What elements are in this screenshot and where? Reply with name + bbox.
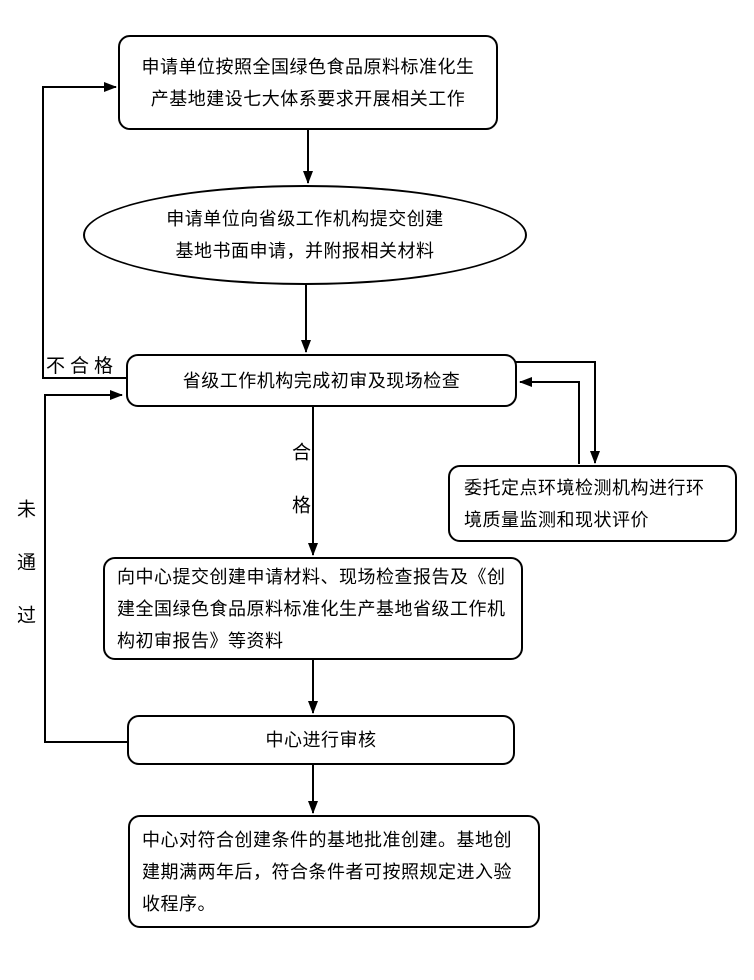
- node-submit-material-to-center: 向中心提交创建申请材料、现场检查报告及《创建全国绿色食品原料标准化生产基地省级工…: [103, 557, 523, 660]
- edge-label-not-passed: 未通过: [14, 499, 35, 658]
- arrow-fail-to-prepare: [42, 82, 127, 379]
- arrow-env-monitor-to-provincial: [519, 377, 580, 464]
- edge-label-fail: 不合格: [46, 356, 119, 377]
- node-prepare-work: 申请单位按照全国绿色食品原料标准化生产基地建设七大体系要求开展相关工作: [118, 35, 498, 130]
- node-submit-application: 申请单位向省级工作机构提交创建基地书面申请，并附报相关材料: [83, 185, 527, 285]
- edge-label-pass: 合格: [289, 442, 310, 548]
- arrow-provincial-to-env-monitor: [515, 361, 600, 464]
- arrow-not-passed-to-provincial: [44, 390, 128, 743]
- node-approve-base: 中心对符合创建条件的基地批准创建。基地创建期满两年后，符合条件者可按照规定进入验…: [128, 815, 540, 928]
- node-environment-monitoring: 委托定点环境检测机构进行环境质量监测和现状评价: [448, 465, 737, 542]
- node-center-review: 中心进行审核: [127, 715, 515, 765]
- node-provincial-review: 省级工作机构完成初审及现场检查: [126, 354, 517, 407]
